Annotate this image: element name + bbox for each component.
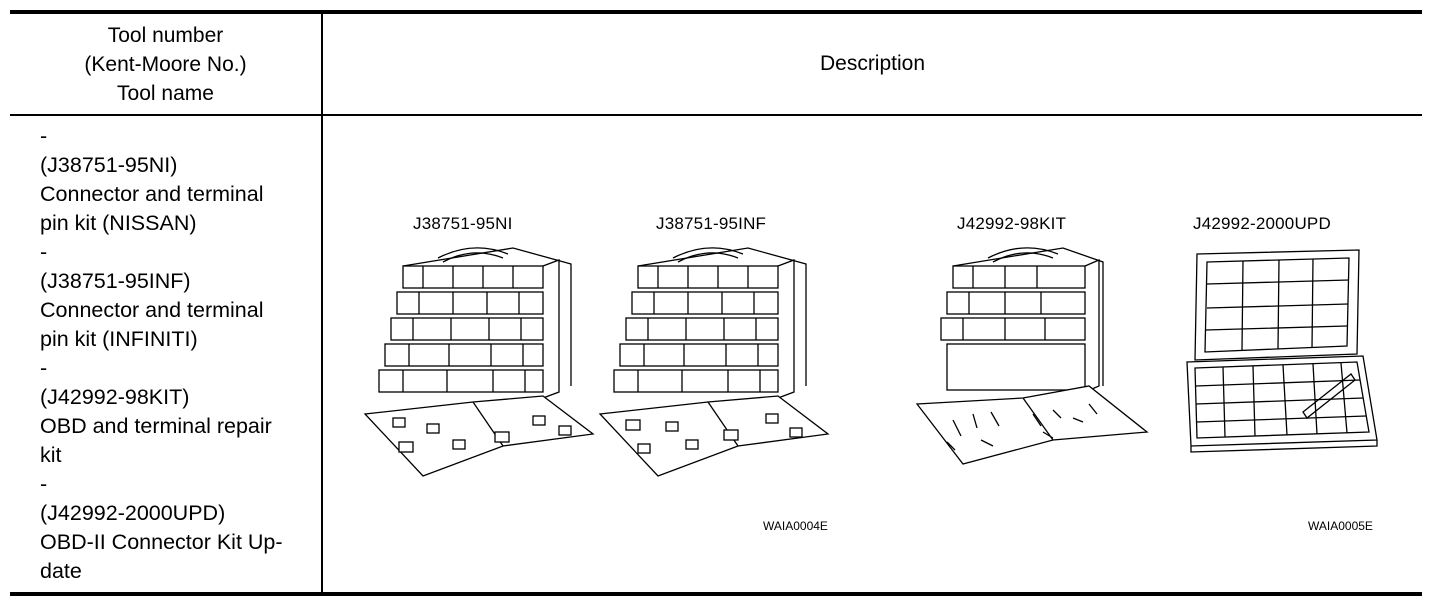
tool-line: - <box>40 472 48 496</box>
tool-line: Connector and terminal <box>40 182 264 206</box>
tool-line: kit <box>40 443 62 467</box>
table-top-rule <box>10 10 1422 14</box>
kit-label-j38751-95inf: J38751-95INF <box>656 214 767 233</box>
header-tool-number-cell: Tool number (Kent-Moore No.) Tool name <box>10 14 321 114</box>
tool-line: (J42992-98KIT) <box>40 385 190 409</box>
tool-line: (J38751-95NI) <box>40 153 178 177</box>
figure-code-right: WAIA0005E <box>1308 519 1373 533</box>
tool-line: - <box>40 356 48 380</box>
description-illustration-cell: J38751-95NI J38751-95INF J42992-98KIT J4… <box>323 116 1422 592</box>
tool-line: (J38751-95INF) <box>40 269 191 293</box>
tool-line: pin kit (NISSAN) <box>40 211 197 235</box>
tool-line: - <box>40 240 48 264</box>
header-line: Tool number <box>107 23 224 47</box>
drawer-case-icon <box>363 247 595 477</box>
tool-line: OBD-II Connector Kit Up- <box>40 530 283 554</box>
tool-list-cell: - (J38751-95NI) Connector and terminal p… <box>40 122 320 586</box>
tool-line: OBD and terminal repair <box>40 414 272 438</box>
column-divider <box>321 14 323 592</box>
kit-label-j42992-98kit: J42992-98KIT <box>957 214 1067 233</box>
drawer-case-icon <box>598 247 830 477</box>
header-description: Description <box>819 52 926 75</box>
kit-label-j38751-95ni: J38751-95NI <box>413 214 513 233</box>
compartment-case-icon <box>1186 249 1378 453</box>
header-description-cell: Description <box>323 14 1422 114</box>
tool-line: (J42992-2000UPD) <box>40 501 226 525</box>
header-line: Tool name <box>117 81 214 105</box>
tool-line: pin kit (INFINITI) <box>40 327 198 351</box>
table-bottom-rule <box>10 592 1422 596</box>
tool-line: Connector and terminal <box>40 298 264 322</box>
drawer-case-icon <box>915 247 1149 465</box>
tool-line: date <box>40 559 82 583</box>
figure-code-left: WAIA0004E <box>763 519 828 533</box>
header-line: (Kent-Moore No.) <box>84 52 247 76</box>
header-rule <box>10 114 1422 116</box>
tool-table: Tool number (Kent-Moore No.) Tool name D… <box>10 10 1422 596</box>
tool-line: - <box>40 124 48 148</box>
kit-label-j42992-2000upd: J42992-2000UPD <box>1193 214 1331 233</box>
